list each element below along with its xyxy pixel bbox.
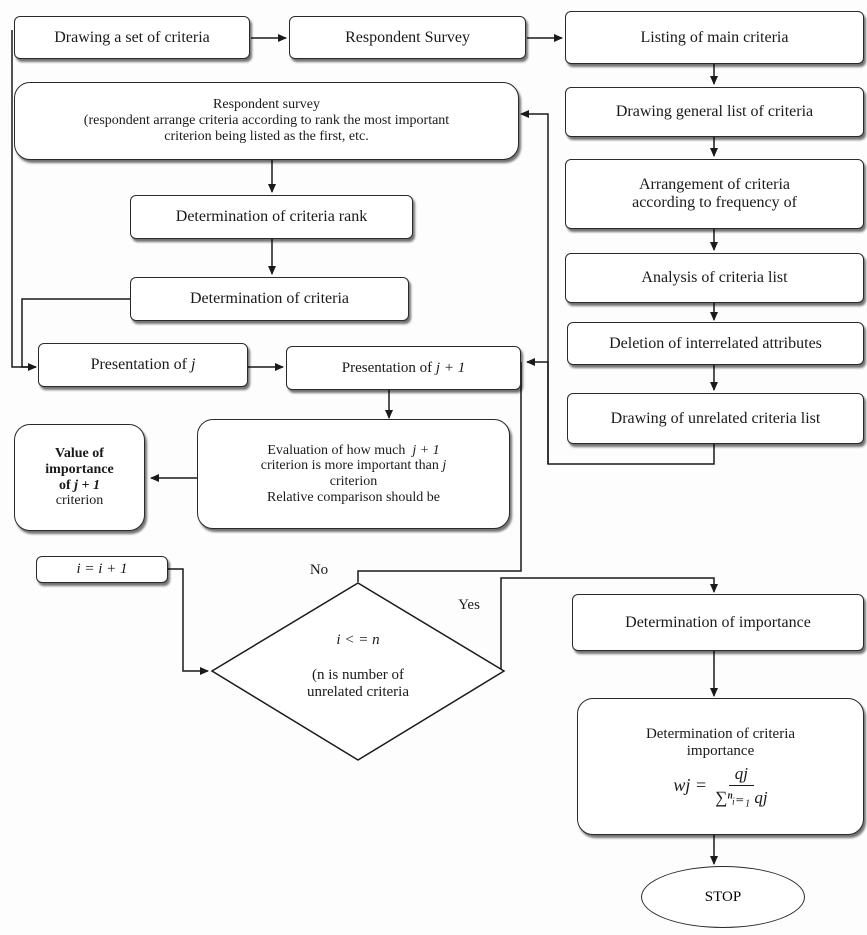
criteria-importance-title1: Determination of criteria (645, 726, 796, 743)
arrow-decision-yes-to-importance (500, 577, 718, 671)
decision-line2: (n is number of (311, 666, 405, 683)
value-importance-var: j + 1 (74, 477, 101, 493)
decision-line3: unrelated criteria (306, 683, 410, 700)
drawing-general-list-box: Drawing general list of criteria (565, 87, 864, 137)
importance-formula: wj = qj ∑ⁿᵢ₌₁ qj (673, 764, 767, 807)
respondent-survey-line3: criterion being listed as the first, etc… (164, 128, 369, 144)
presentation-j1-box: Presentation of j + 1 (286, 346, 521, 390)
determination-importance-text: Determination of importance (625, 613, 811, 631)
arrangement-line1: Arrangement of criteria (638, 176, 791, 194)
formula-fraction: qj ∑ⁿᵢ₌₁ qj (715, 764, 768, 807)
drawing-general-list-text: Drawing general list of criteria (615, 103, 814, 121)
arrow-criteria-to-presentation-j (21, 298, 130, 371)
arrow-unrelated-to-presentation-j1 (526, 358, 549, 464)
value-importance-box: Value of importance of j + 1 criterion (14, 424, 145, 531)
presentation-j-text: Presentation of (90, 356, 187, 374)
edge-label-no: No (309, 562, 329, 578)
value-importance-line4: criterion (55, 493, 104, 509)
value-importance-line2: importance (45, 461, 114, 477)
criteria-importance-box: Determination of criteria importance wj … (577, 698, 864, 835)
arrangement-box: Arrangement of criteria according to fre… (565, 159, 864, 229)
stop-terminal: STOP (641, 866, 805, 928)
evaluation-line1-var: j + 1 (412, 442, 440, 458)
drawing-unrelated-list-box: Drawing of unrelated criteria list (567, 393, 864, 444)
formula-lhs: wj = (673, 775, 708, 796)
arrow-increment-to-decision (168, 568, 209, 675)
evaluation-line3: criterion (329, 474, 378, 489)
respondent-survey-top-box: Respondent Survey (289, 16, 526, 59)
presentation-j-box: Presentation of j (38, 343, 248, 387)
increment-text: i = i + 1 (76, 561, 128, 578)
listing-main-criteria-box: Listing of main criteria (565, 11, 864, 64)
drawing-set-of-criteria-box: Drawing a set of criteria (14, 16, 250, 59)
analysis-text: Analysis of criteria list (641, 269, 788, 287)
determination-criteria-box: Determination of criteria (130, 277, 409, 321)
deletion-text: Deletion of interrelated attributes (609, 334, 822, 352)
drawing-unrelated-list-text: Drawing of unrelated criteria list (610, 409, 821, 427)
respondent-survey-top-text: Respondent Survey (345, 28, 470, 46)
decision-text: i < = n (n is number of unrelated criter… (276, 632, 440, 700)
decision-diamond (210, 582, 506, 761)
value-importance-of: of (58, 477, 71, 493)
value-importance-line1: Value of (55, 446, 104, 462)
presentation-j-var: j (190, 356, 196, 374)
deletion-box: Deletion of interrelated attributes (567, 322, 864, 365)
respondent-survey-line1: Respondent survey (213, 97, 320, 113)
arrow-decision-no-to-presentation-j1 (357, 362, 522, 582)
increment-box: i = i + 1 (36, 556, 168, 583)
stop-text: STOP (704, 888, 742, 905)
presentation-j1-var: j + 1 (435, 359, 466, 376)
listing-main-criteria-text: Listing of main criteria (640, 28, 789, 46)
evaluation-line1-text: Evaluation of how much (267, 442, 406, 458)
drawing-set-of-criteria-text: Drawing a set of criteria (54, 28, 210, 46)
edge-label-yes: Yes (458, 597, 480, 613)
formula-numerator: qj (728, 764, 754, 786)
respondent-survey-line2: (respondent arrange criteria according t… (83, 113, 450, 129)
evaluation-line2-text: criterion is more important than (260, 458, 439, 474)
evaluation-box: Evaluation of how much j + 1 criterion i… (197, 419, 510, 529)
determination-criteria-text: Determination of criteria (189, 290, 350, 308)
determination-rank-text: Determination of criteria rank (175, 208, 368, 226)
formula-denominator: ∑ⁿᵢ₌₁ qj (715, 787, 768, 807)
respondent-survey-box: Respondent survey (respondent arrange cr… (14, 82, 519, 160)
evaluation-line4: Relative comparison should be (266, 489, 441, 505)
arrangement-line2: according to frequency of (632, 194, 797, 211)
determination-rank-box: Determination of criteria rank (130, 195, 413, 239)
determination-importance-box: Determination of importance (572, 594, 864, 651)
decision-line1: i < = n (336, 632, 380, 648)
left-border-line (11, 30, 36, 368)
presentation-j1-text: Presentation of (341, 359, 433, 376)
evaluation-line2-var: j (442, 458, 447, 474)
criteria-importance-title2: importance (686, 742, 755, 759)
analysis-box: Analysis of criteria list (565, 253, 864, 303)
